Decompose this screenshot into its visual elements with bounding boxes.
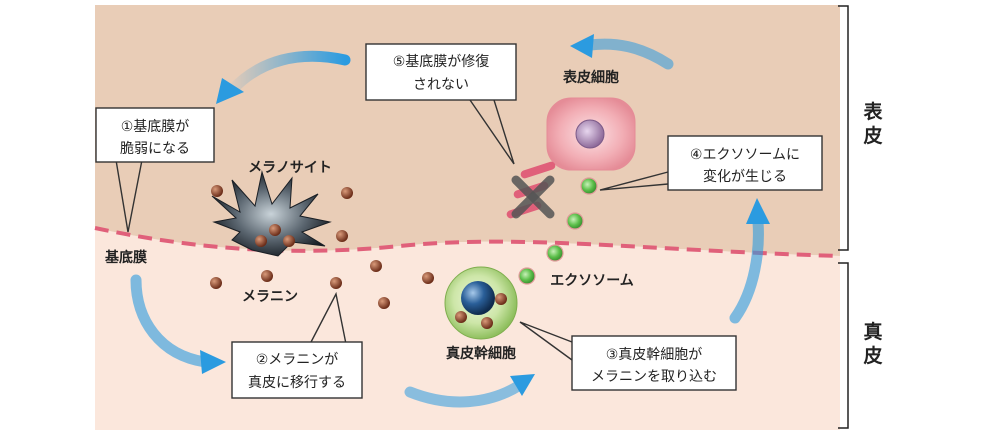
callout-step3: ③真皮幹細胞が メラニンを取り込む: [571, 335, 737, 391]
callout-step1: ①基底膜が 脆弱になる: [95, 107, 215, 163]
callout-step1-line2: 脆弱になる: [120, 140, 190, 157]
callout-step4: ④エクソソームに 変化が生じる: [667, 135, 823, 191]
dermis-label-2: 皮: [863, 344, 882, 367]
stem-cell-label: 真皮幹細胞: [446, 345, 516, 362]
callout-pointer: [519, 321, 573, 361]
callout-pointer: [309, 291, 347, 345]
dermis-label-1: 真: [863, 320, 882, 343]
melanin-granules: [210, 185, 434, 309]
callout-pointer: [115, 159, 143, 233]
callout-step1-line1: ①基底膜が: [121, 118, 190, 135]
callout-step5: ⑤基底膜が修復 されない: [365, 43, 517, 101]
melanocyte-label: メラノサイト: [248, 160, 332, 176]
exosome-particles: [518, 177, 598, 285]
melanocyte-cell: [211, 170, 332, 257]
callout-pointer: [469, 99, 515, 165]
callout-step3-line2: メラニンを取り込む: [591, 369, 717, 385]
melanin-label: メラニン: [242, 289, 298, 305]
callout-step2-line1: ②メラニンが: [256, 352, 339, 368]
callout-step5-line2: されない: [413, 77, 469, 93]
basement-membrane-label: 基底膜: [105, 249, 147, 266]
callout-step2-line2: 真皮に移行する: [248, 375, 346, 391]
callout-step5-line1: ⑤基底膜が修復: [393, 53, 490, 70]
stem-cell: [444, 266, 518, 340]
epidermis-label-1: 表: [863, 100, 883, 123]
dermis-bracket: [838, 262, 849, 429]
callout-step3-line1: ③真皮幹細胞が: [606, 346, 703, 363]
curved-arrow-icon: [404, 374, 535, 408]
callout-step4-line1: ④エクソソームに: [690, 147, 800, 163]
epidermis-bracket: [838, 5, 849, 251]
callout-step2: ②メラニンが 真皮に移行する: [231, 341, 363, 399]
callout-step4-line2: 変化が生じる: [703, 168, 787, 185]
curved-arrow-icon: [216, 50, 351, 104]
curved-arrow-icon: [130, 274, 226, 374]
curved-arrow-icon: [729, 198, 770, 324]
curved-arrow-icon: [570, 34, 674, 70]
keratinocyte-cell: [546, 97, 636, 171]
exosome-label: エクソソーム: [550, 273, 634, 289]
callout-pointer: [599, 171, 669, 191]
basement-membrane-line: [94, 226, 841, 258]
epidermis-label-2: 皮: [863, 124, 882, 147]
cross-mark-icon: [511, 175, 555, 219]
keratinocyte-label: 表皮細胞: [562, 69, 619, 86]
